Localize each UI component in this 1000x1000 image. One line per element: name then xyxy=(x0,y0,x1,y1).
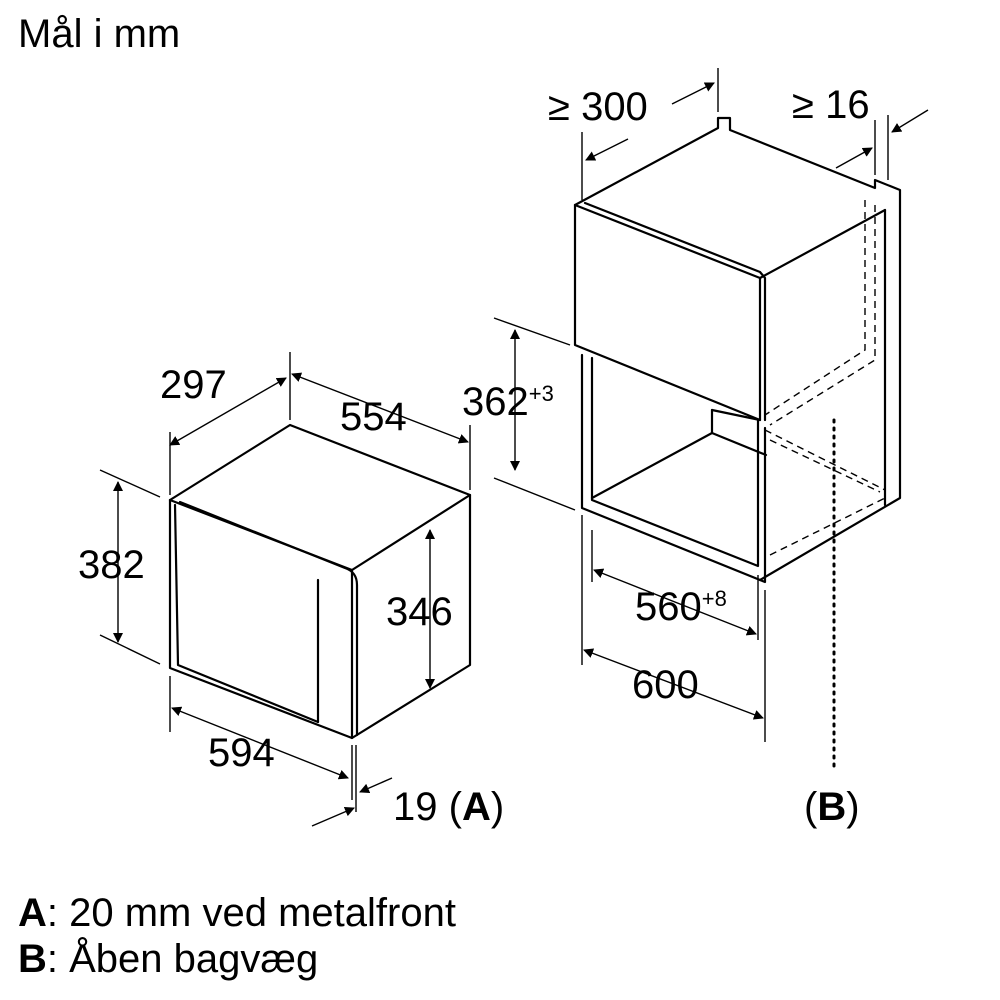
label-560-value: 560 xyxy=(635,585,702,629)
label-346: 346 xyxy=(386,590,453,634)
legend-b-key: B xyxy=(18,937,47,981)
dim-cabinet-width-600: 600 xyxy=(581,515,766,742)
label-ref-b-key: B xyxy=(817,785,846,829)
legend-a-text: : 20 mm ved metalfront xyxy=(46,891,456,935)
label-554: 554 xyxy=(340,395,407,439)
dim-niche-width-560: 560+8 xyxy=(591,530,759,640)
label-594: 594 xyxy=(208,731,275,775)
label-16: ≥ 16 xyxy=(792,83,870,127)
microwave-door-edge xyxy=(173,503,320,724)
label-362-tolerance: +3 xyxy=(529,381,554,406)
label-382: 382 xyxy=(78,543,145,587)
microwave-appliance xyxy=(168,423,472,740)
hidden-line-4 xyxy=(764,429,886,491)
label-ref-a: A xyxy=(462,785,491,829)
page-title: Mål i mm xyxy=(18,12,181,56)
legend-a-key: A xyxy=(18,891,47,935)
dim-gap-16: ≥ 16 xyxy=(792,83,929,180)
cabinet-outline xyxy=(573,116,902,582)
label-19-value: 19 xyxy=(393,785,438,829)
microwave-side-face xyxy=(350,493,472,740)
legend-a: A: 20 mm ved metalfront xyxy=(18,890,456,936)
dim-height-382: 382 xyxy=(78,469,161,665)
label-560-tolerance: +8 xyxy=(702,586,727,611)
label-ref-b: (B) xyxy=(804,785,860,829)
dim-height-346: 346 xyxy=(386,529,453,689)
microwave-front-rim xyxy=(178,500,359,737)
microwave-front-face xyxy=(168,498,354,740)
dim-depth-297: 297 xyxy=(160,352,291,495)
hidden-line-2 xyxy=(769,205,876,426)
ref-b-pointer: (B) xyxy=(804,418,860,829)
cabinet-niche xyxy=(573,116,902,584)
upper-cabinet-front xyxy=(573,203,762,422)
dim-width-554: 554 xyxy=(291,372,471,490)
niche-inner-frame xyxy=(590,356,760,568)
label-560: 560+8 xyxy=(635,585,727,629)
legend-b-text: : Åben bagvæg xyxy=(46,937,319,981)
label-362: 362+3 xyxy=(462,380,554,424)
legend-b: B: Åben bagvæg xyxy=(18,936,318,982)
label-19: 19 (A) xyxy=(393,785,504,829)
microwave-top-face xyxy=(168,423,472,572)
hidden-line-6 xyxy=(769,497,886,556)
niche-floor xyxy=(590,431,768,500)
label-362-value: 362 xyxy=(462,380,529,424)
hidden-line-5 xyxy=(769,439,881,493)
hidden-line-1 xyxy=(764,200,866,416)
dim-niche-height-362: 362+3 xyxy=(462,317,576,511)
label-600: 600 xyxy=(632,663,699,707)
niche-front-frame xyxy=(580,353,767,584)
dim-depth-300: ≥ 300 xyxy=(548,68,719,200)
dim-front-19: 19 (A) xyxy=(311,745,504,829)
label-297: 297 xyxy=(160,363,227,407)
dim-width-594: 594 xyxy=(169,676,353,800)
label-300: ≥ 300 xyxy=(548,85,648,129)
upper-cabinet-top-edge xyxy=(758,208,887,280)
upper-cabinet-rim xyxy=(583,201,767,422)
niche-ceiling-edge xyxy=(710,408,762,422)
